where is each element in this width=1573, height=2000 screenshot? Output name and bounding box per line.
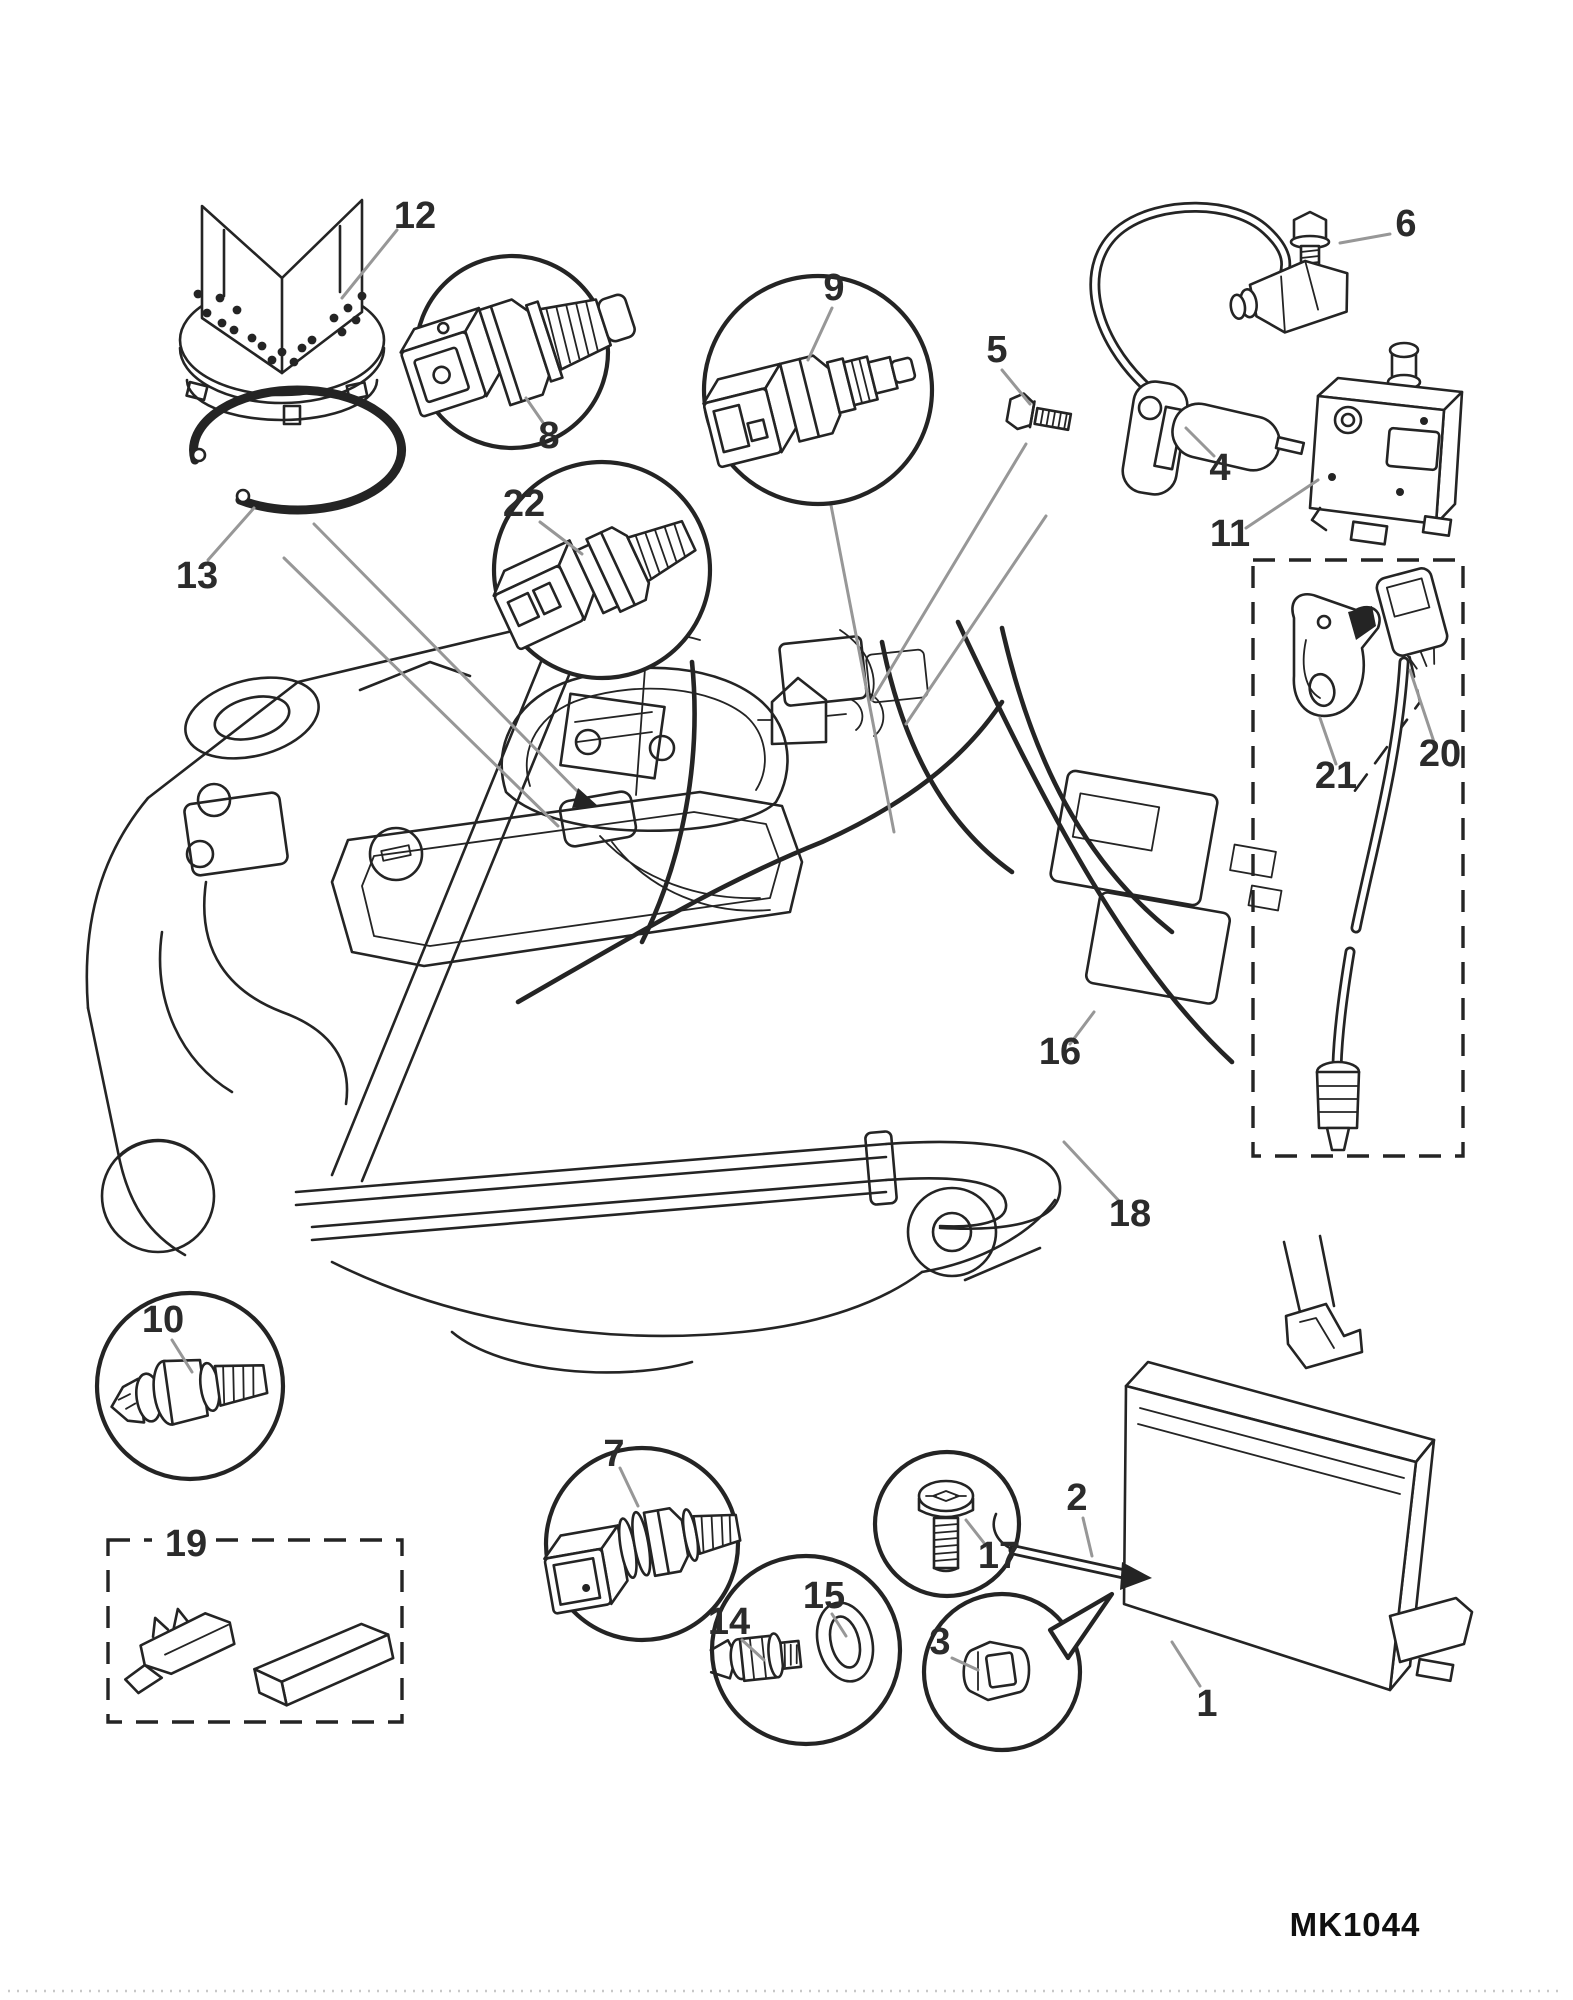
callout-label-6: 6 xyxy=(1395,203,1416,245)
detail-circle-7 xyxy=(543,1445,742,1643)
part-13-circlip xyxy=(189,385,406,515)
callout-label-16: 16 xyxy=(1039,1031,1081,1073)
part-15-washer xyxy=(815,1601,875,1683)
rotor-dots xyxy=(193,289,367,367)
dashed-box-20-21 xyxy=(1251,558,1465,1158)
part-10-pressure-switch xyxy=(110,1358,269,1426)
part-5-bolt xyxy=(1005,392,1073,432)
label-19-backing xyxy=(152,1524,216,1558)
callout-label-10: 10 xyxy=(142,1299,184,1341)
part-4-crank-sensor xyxy=(1089,201,1349,496)
callout-label-19: 19 xyxy=(165,1523,207,1565)
engine-bay-illustration xyxy=(85,609,1422,1374)
callout-label-11: 11 xyxy=(1210,513,1250,555)
part-17-screw xyxy=(917,1479,975,1573)
leader-arrowhead xyxy=(572,788,598,808)
detail-circle-17 xyxy=(872,1449,1022,1599)
callout-label-18: 18 xyxy=(1109,1193,1151,1235)
part-4-cable-connector xyxy=(1229,259,1349,334)
detail-circle-10 xyxy=(94,1290,286,1482)
callout-label-4: 4 xyxy=(1209,447,1230,489)
callout-label-12: 12 xyxy=(394,195,436,237)
part-22-sender xyxy=(492,519,697,651)
part-20-oxygen-sensor xyxy=(1315,567,1449,1152)
callout-label-8: 8 xyxy=(538,415,559,457)
callout-label-17: 17 xyxy=(978,1535,1020,1577)
callout-label-9: 9 xyxy=(823,267,844,309)
part-11-control-module xyxy=(1308,341,1464,546)
detail-circle-22 xyxy=(491,459,713,681)
detail-circle-9 xyxy=(701,273,935,507)
callout-label-21: 21 xyxy=(1315,755,1357,797)
part-6-bolt xyxy=(1289,210,1331,278)
callout-label-20: 20 xyxy=(1419,733,1461,775)
part-8-coolant-temp-sensor xyxy=(399,293,636,418)
part-7-oil-pressure-switch xyxy=(543,1506,742,1615)
dashed-box-19 xyxy=(106,1524,404,1724)
callout-leader-lines xyxy=(170,228,1436,1688)
callout-label-14: 14 xyxy=(708,1601,750,1643)
detail-circle-8 xyxy=(399,253,636,451)
callout-label-13: 13 xyxy=(176,555,218,597)
part-19-terminal xyxy=(124,1607,236,1695)
part-12-sensor-rotor xyxy=(178,198,386,426)
part-1-ecu xyxy=(1122,1234,1474,1692)
part-19-cover xyxy=(253,1622,395,1707)
part-21-bracket xyxy=(1291,593,1381,718)
part-3-clip xyxy=(962,1640,1031,1702)
long-leader-lines xyxy=(282,442,1048,834)
callout-label-15: 15 xyxy=(803,1575,845,1617)
callout-label-2: 2 xyxy=(1066,1477,1087,1519)
callout-label-22: 22 xyxy=(503,483,545,525)
part-9-switch xyxy=(702,354,917,469)
part-2-harness-lead xyxy=(992,1512,1152,1590)
detail-circle-3 xyxy=(921,1591,1115,1753)
callout-label-5: 5 xyxy=(986,329,1007,371)
callout-label-3: 3 xyxy=(929,1621,950,1663)
callout-label-7: 7 xyxy=(603,1433,624,1475)
callout-label-1: 1 xyxy=(1196,1683,1217,1725)
callout-labels: 12 13 8 22 9 6 5 4 11 21 20 16 18 10 19 … xyxy=(142,195,1461,1725)
detail-circle-3-pointer xyxy=(1047,1591,1115,1661)
figure-code: MK1044 xyxy=(1290,1906,1421,1943)
